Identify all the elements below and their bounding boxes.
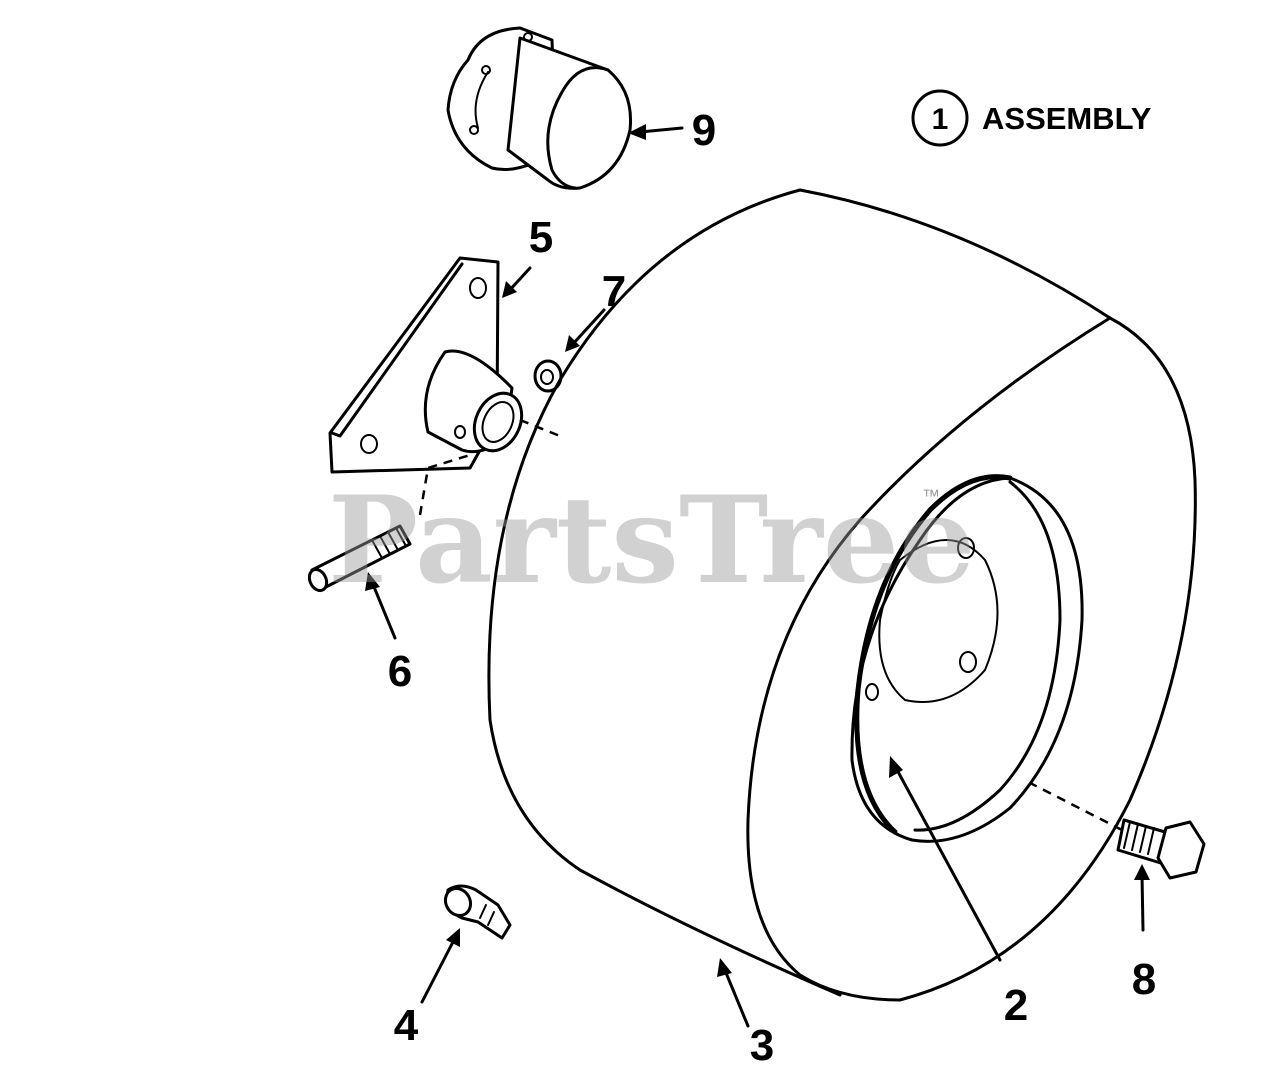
callout-6: 6 xyxy=(388,647,412,696)
partstree-watermark: PartsTree xyxy=(328,470,975,611)
watermark-trademark: ™ xyxy=(922,486,940,506)
arrow-9 xyxy=(628,124,684,140)
arrow-7 xyxy=(565,308,606,352)
callout-4: 4 xyxy=(394,1001,419,1050)
arrow-2 xyxy=(889,756,1002,962)
part-5-bracket xyxy=(328,256,524,474)
part-6-axle-bolt xyxy=(307,524,412,593)
arrow-8 xyxy=(1134,864,1150,932)
callout-9: 9 xyxy=(692,106,716,155)
part-8-lug-bolt xyxy=(1116,818,1206,880)
part-3-tire xyxy=(487,188,1197,1002)
legend-number: 1 xyxy=(932,103,949,136)
arrow-6 xyxy=(365,572,397,640)
arrow-3 xyxy=(717,958,750,1028)
leader-arrows xyxy=(365,124,1150,1028)
part-9-hub-cap xyxy=(446,26,633,190)
arrow-5 xyxy=(502,266,532,298)
assembly-line-tube xyxy=(519,418,561,438)
part-4-valve-stem xyxy=(443,884,512,940)
arrow-4 xyxy=(420,928,460,1004)
callout-5: 5 xyxy=(529,213,553,262)
assembly-legend: 1 ASSEMBLY xyxy=(911,89,1152,147)
legend-label: ASSEMBLY xyxy=(982,101,1152,136)
callout-7: 7 xyxy=(602,267,626,316)
part-7-washer xyxy=(533,359,563,393)
callout-8: 8 xyxy=(1132,955,1156,1004)
callout-3: 3 xyxy=(750,1021,774,1070)
part-2-rim xyxy=(850,474,1084,843)
callout-2: 2 xyxy=(1004,981,1028,1030)
